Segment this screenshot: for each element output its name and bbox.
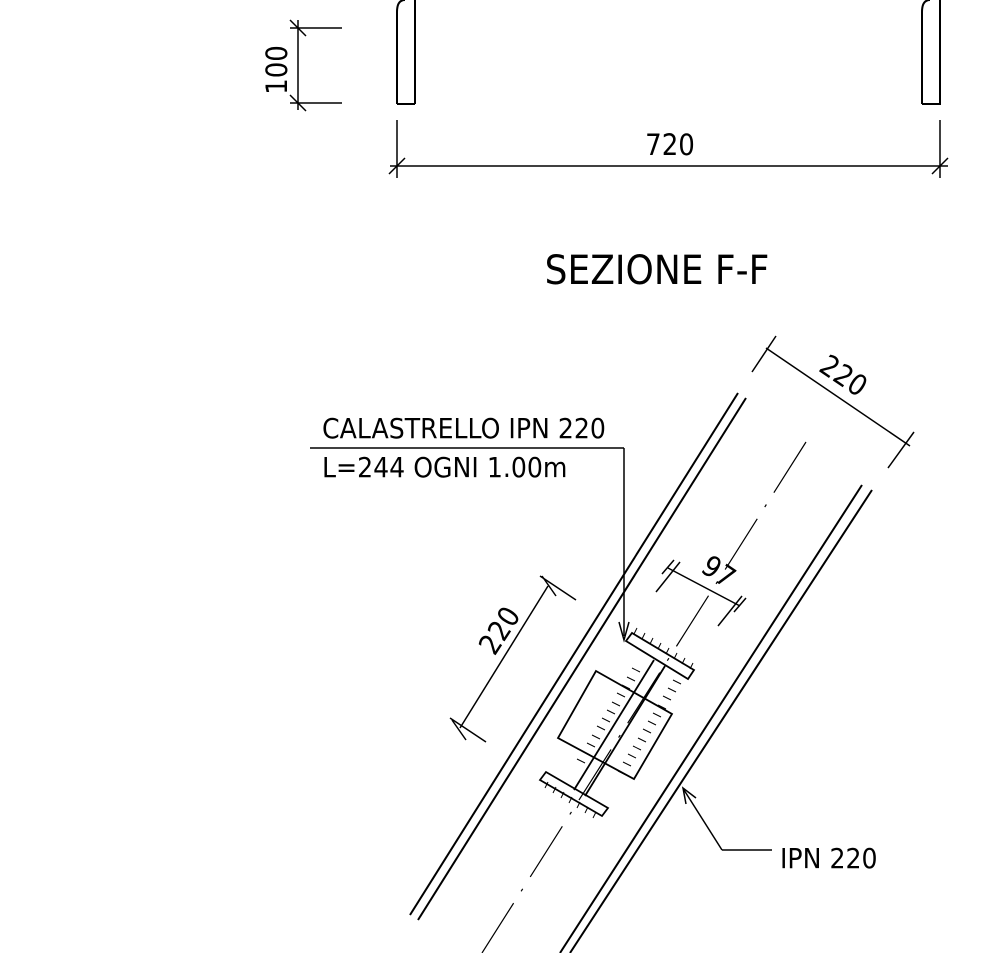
ipn-bottom-flange [538,770,610,818]
flange-dimension: 97 [655,548,747,627]
dim-label-97: 97 [695,548,742,595]
callout-line-1: CALASTRELLO IPN 220 [322,412,606,445]
dim-label-720: 720 [645,128,695,162]
dim-label-inner-220: 220 [472,600,528,660]
base-plate [556,669,674,781]
calastrello-callout: CALASTRELLO IPN 220 L=244 OGNI 1.00m [310,412,630,643]
profile-label: IPN 220 [780,842,878,875]
u-bar-outline [396,0,941,105]
dim-label-100: 100 [260,45,294,95]
section-title: SEZIONE F-F [545,248,770,294]
ipn-top-flange [624,631,696,681]
callout-line-2: L=244 OGNI 1.00m [322,451,567,484]
u-bar-detail [396,0,941,105]
flange-weld-hatches [544,627,694,819]
ipn-callout: IPN 220 [681,786,878,875]
inner-width-dimension: 220 [449,575,577,743]
height-dimension: 100 [260,19,342,112]
dim-label-outer-220: 220 [813,348,873,404]
width-dimension: 720 [388,120,949,178]
calastrello-tie [538,627,696,819]
web-weld-hatches [576,667,682,776]
outer-width-dimension: 220 [751,335,915,469]
